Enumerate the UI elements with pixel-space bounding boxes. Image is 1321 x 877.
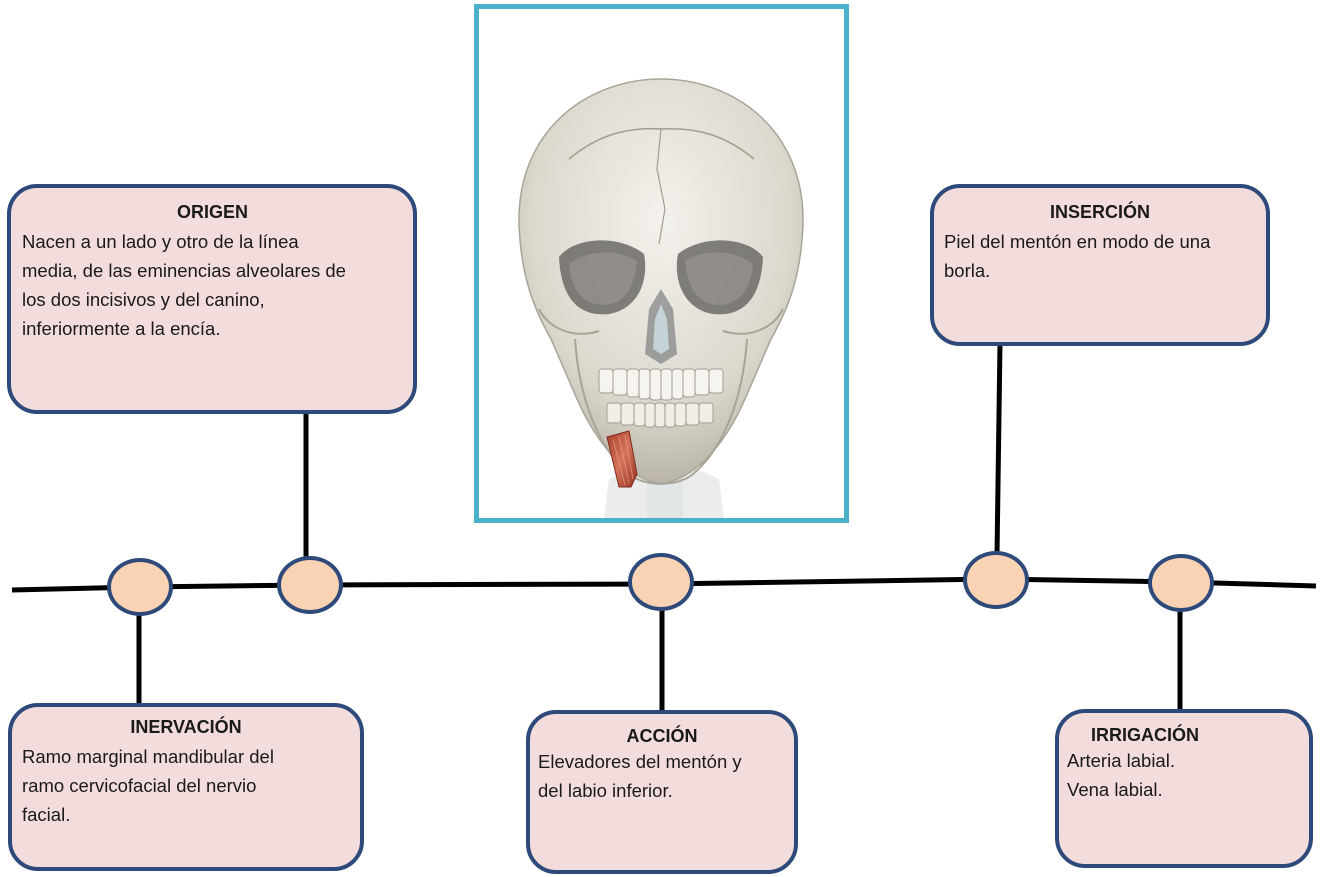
- inervacion-line-1: Ramo marginal mandibular del: [22, 746, 274, 767]
- origen-title: ORIGEN: [22, 202, 403, 223]
- inervacion-line-2: ramo cervicofacial del nervio: [22, 775, 256, 796]
- origen-box: ORIGEN Nacen a un lado y otro de la líne…: [7, 184, 417, 414]
- accion-text: Elevadores del mentón y del labio inferi…: [538, 747, 786, 805]
- insercion-box: INSERCIÓN Piel del mentón en modo de una…: [930, 184, 1270, 346]
- origen-line-4: inferiormente a la encía.: [22, 318, 220, 339]
- irrigacion-text: Arteria labial. Vena labial.: [1067, 746, 1301, 804]
- accion-line-1: Elevadores del mentón y: [538, 751, 742, 772]
- accion-box: ACCIÓN Elevadores del mentón y del labio…: [526, 710, 798, 874]
- origen-line-1: Nacen a un lado y otro de la línea: [22, 231, 299, 252]
- insercion-text: Piel del mentón en modo de una borla.: [944, 227, 1256, 285]
- connector-insercion: [997, 343, 1000, 555]
- accion-line-2: del labio inferior.: [538, 780, 673, 801]
- origen-line-2: media, de las eminencias alveolares de: [22, 260, 346, 281]
- accion-title: ACCIÓN: [538, 726, 786, 747]
- irrigacion-title: IRRIGACIÓN: [1067, 725, 1301, 746]
- skull-illustration: [479, 9, 844, 518]
- timeline-node-insercion: [963, 551, 1029, 609]
- irrigacion-line-1: Arteria labial.: [1067, 750, 1175, 771]
- origen-text: Nacen a un lado y otro de la línea media…: [22, 227, 403, 343]
- insercion-line-2: borla.: [944, 260, 990, 281]
- timeline-node-irrigacion: [1148, 554, 1214, 612]
- skull-image-frame: [474, 4, 849, 523]
- timeline-node-accion: [628, 553, 694, 611]
- timeline-node-origen: [277, 556, 343, 614]
- origen-line-3: los dos incisivos y del canino,: [22, 289, 265, 310]
- timeline-node-inervacion: [107, 558, 173, 616]
- inervacion-title: INERVACIÓN: [22, 717, 350, 738]
- insercion-line-1: Piel del mentón en modo de una: [944, 231, 1210, 252]
- insercion-title: INSERCIÓN: [944, 202, 1256, 223]
- irrigacion-box: IRRIGACIÓN Arteria labial. Vena labial.: [1055, 709, 1313, 868]
- inervacion-text: Ramo marginal mandibular del ramo cervic…: [22, 742, 350, 829]
- inervacion-box: INERVACIÓN Ramo marginal mandibular del …: [8, 703, 364, 871]
- irrigacion-line-2: Vena labial.: [1067, 779, 1163, 800]
- inervacion-line-3: facial.: [22, 804, 70, 825]
